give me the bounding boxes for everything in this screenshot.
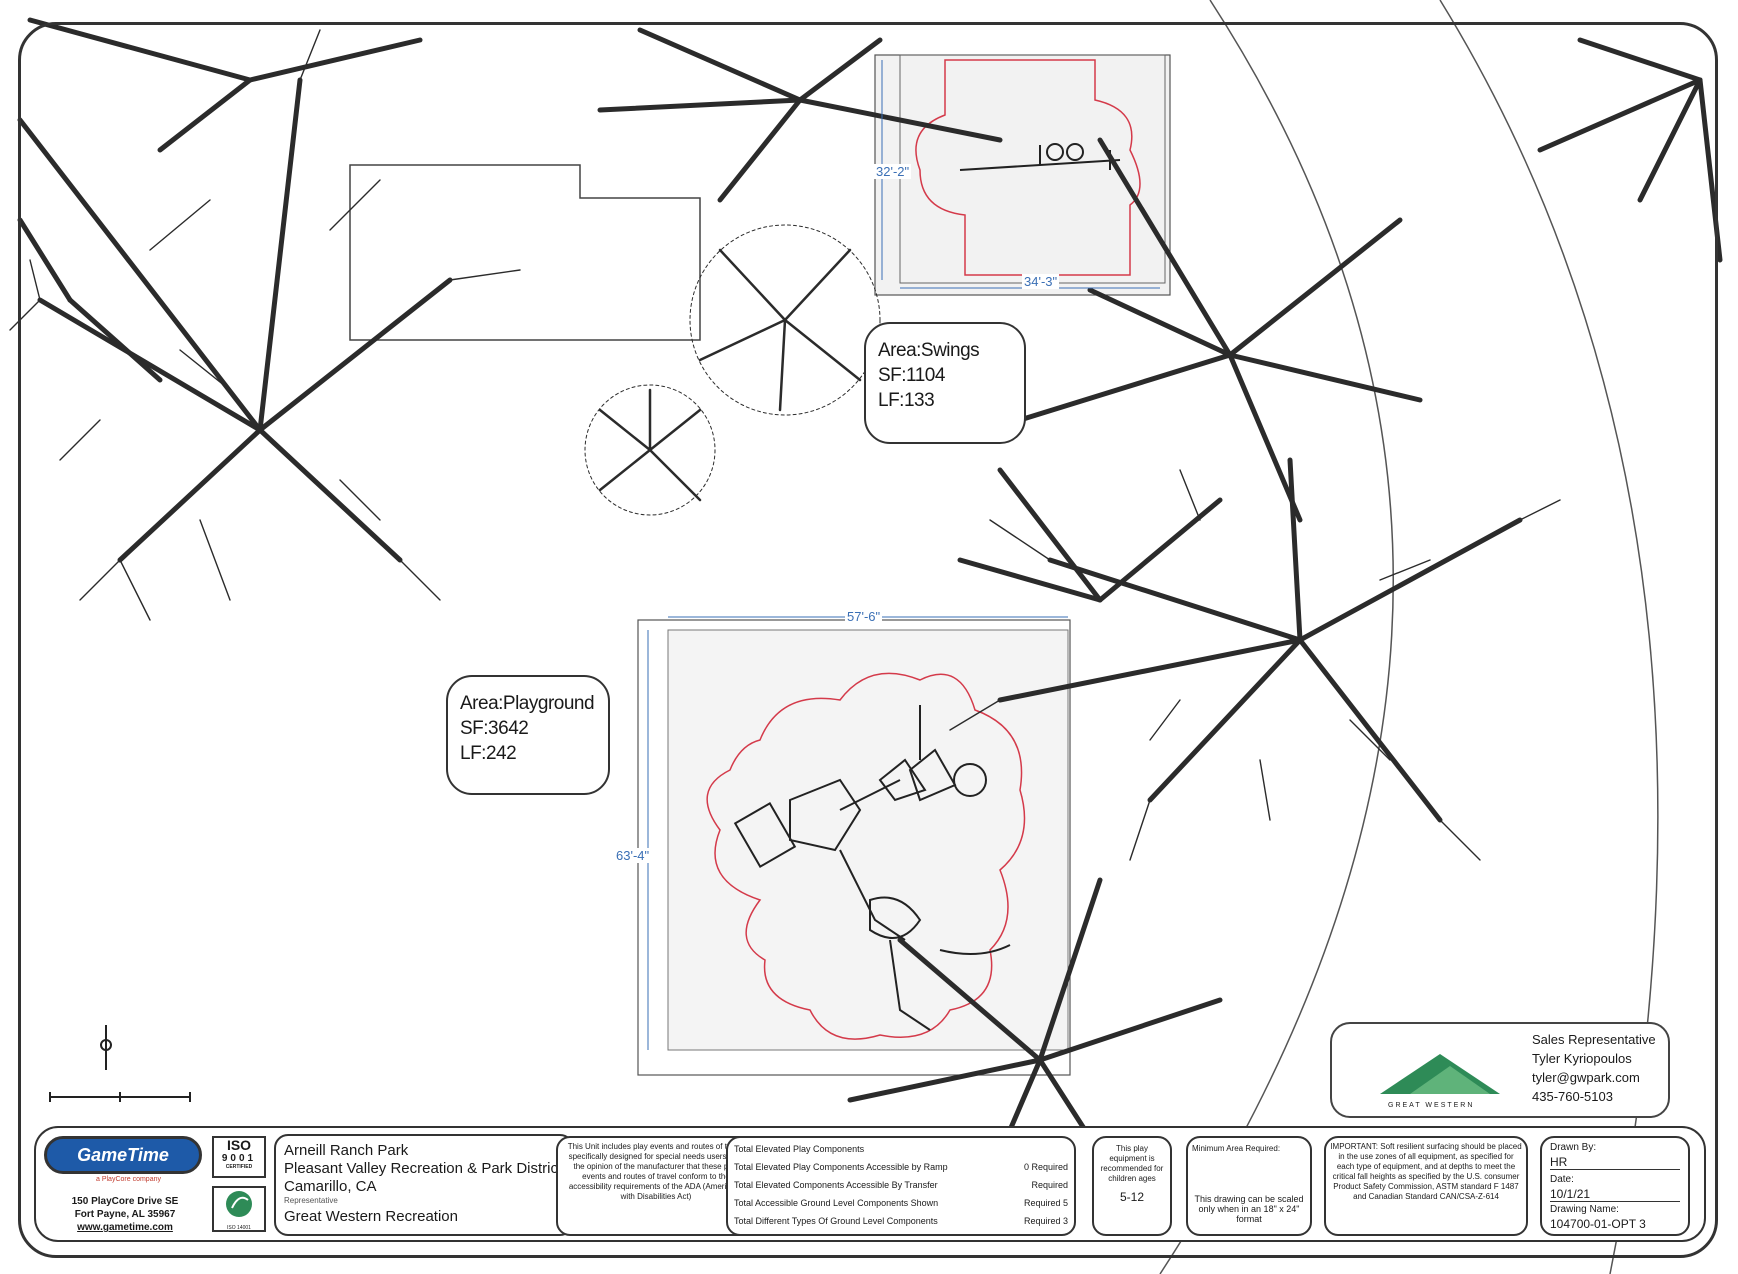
date-value: 10/1/21 — [1550, 1187, 1680, 1202]
great-western-logo-text: GREAT WESTERN — [1388, 1102, 1475, 1109]
rep-label: Representative — [284, 1196, 338, 1205]
district-name: Pleasant Valley Recreation & Park Distri… — [284, 1160, 563, 1177]
sales-title: Sales Representative — [1532, 1032, 1656, 1047]
component-row-label: Total Elevated Play Components — [734, 1144, 865, 1154]
city-name: Camarillo, CA — [284, 1178, 377, 1195]
sales-representative-box: GREAT WESTERN Sales Representative Tyler… — [1330, 1022, 1670, 1118]
great-western-logo — [1380, 1054, 1500, 1094]
rep-name: Great Western Recreation — [284, 1208, 458, 1225]
component-row-req: Required 3 — [1023, 1216, 1068, 1226]
gametime-logo: GameTime — [44, 1136, 202, 1174]
playground-area-callout: Area:Playground SF:3642 LF:242 — [446, 675, 610, 795]
play-structure-symbol — [733, 705, 1011, 1031]
iso-label: ISO — [226, 1137, 252, 1153]
building-outline — [349, 164, 701, 341]
swings-area-sf: SF:1104 — [878, 365, 945, 386]
property-arc-inner — [1159, 0, 1394, 1274]
min-area-label: Minimum Area Required: — [1192, 1144, 1281, 1153]
website-link[interactable]: www.gametime.com — [77, 1222, 173, 1233]
scale-bar — [49, 1092, 191, 1102]
project-name: Arneill Ranch Park — [284, 1142, 409, 1159]
swings-outer-rect — [874, 54, 1171, 296]
iso-number: 9001 — [221, 1153, 257, 1164]
swings-area-lf: LF:133 — [878, 390, 935, 411]
drawing-name-value: 104700-01-OPT 3 — [1550, 1217, 1646, 1231]
component-row-label: Total Elevated Components Accessible By … — [734, 1180, 938, 1190]
iso-14001-badge: ISO 14001 — [212, 1186, 266, 1232]
ada-note: This Unit includes play events and route… — [567, 1142, 745, 1201]
playground-width-dimension: 57'-6" — [845, 609, 883, 624]
small-tree-1 — [689, 224, 881, 416]
small-tree-2 — [584, 384, 716, 516]
important-cell: IMPORTANT: Soft resilient surfacing shou… — [1324, 1136, 1528, 1236]
age-note: This play equipment is recommended for c… — [1100, 1144, 1164, 1183]
playground-area-name: Area:Playground — [460, 693, 595, 714]
swing-set-symbol — [959, 143, 1121, 171]
tree-canopies — [9, 17, 1723, 1203]
important-note: IMPORTANT: Soft resilient surfacing shou… — [1330, 1142, 1522, 1201]
component-row-label: Total Accessible Ground Level Components… — [734, 1198, 939, 1208]
project-info-cell: Arneill Ranch Park Pleasant Valley Recre… — [274, 1134, 574, 1236]
components-table: Total Elevated Play Components Total Ele… — [726, 1136, 1076, 1236]
component-row-req: Required — [1031, 1180, 1068, 1190]
date-label: Date: — [1550, 1174, 1574, 1185]
gametime-sub: a PlayCore company — [96, 1176, 161, 1183]
iso-9001-badge: ISO 9001 CERTIFIED — [212, 1136, 266, 1178]
playground-depth-dimension: 63'-4" — [614, 848, 652, 863]
iso-certified: CERTIFIED — [225, 1164, 253, 1170]
min-area-cell: Minimum Area Required: This drawing can … — [1186, 1136, 1312, 1236]
component-row-req: 0 Required — [1023, 1162, 1068, 1172]
playground-area-sf: SF:3642 — [460, 718, 529, 739]
iso-14001-label: ISO 14001 — [227, 1225, 251, 1231]
address-line-2: Fort Payne, AL 35967 — [74, 1209, 176, 1220]
age-range: 5-12 — [1119, 1190, 1145, 1204]
component-row-label: Total Elevated Play Components Accessibl… — [734, 1162, 948, 1172]
drawn-by-value: HR — [1550, 1155, 1680, 1170]
playground-use-zone — [706, 672, 1026, 1040]
address-line-1: 150 PlayCore Drive SE — [71, 1196, 179, 1207]
scale-note: This drawing can be scaled only when in … — [1194, 1194, 1304, 1224]
swings-use-zone — [915, 59, 1141, 276]
sales-phone: 435-760-5103 — [1532, 1089, 1613, 1104]
swings-width-dimension: 32'-2" — [874, 164, 912, 179]
swings-area-name: Area:Swings — [878, 340, 980, 361]
sales-email: tyler@gwpark.com — [1532, 1070, 1640, 1085]
component-row-req: Required 5 — [1023, 1198, 1068, 1208]
drawn-by-label: Drawn By: — [1550, 1142, 1597, 1153]
title-block: GameTime a PlayCore company 150 PlayCore… — [34, 1126, 1706, 1242]
component-row-label: Total Different Types Of Ground Level Co… — [734, 1216, 938, 1226]
swings-area-callout: Area:Swings SF:1104 LF:133 — [864, 322, 1026, 444]
north-arrow — [100, 1025, 112, 1070]
playground-area-lf: LF:242 — [460, 743, 517, 764]
drawing-name-label: Drawing Name: — [1550, 1204, 1619, 1215]
iso-leaf-icon — [226, 1191, 252, 1217]
ada-note-cell: This Unit includes play events and route… — [556, 1136, 756, 1236]
sales-name: Tyler Kyriopoulos — [1532, 1051, 1632, 1066]
age-cell: This play equipment is recommended for c… — [1092, 1136, 1172, 1236]
swings-depth-dimension: 34'-3" — [1022, 274, 1060, 289]
playground-inner-rect — [667, 629, 1069, 1051]
drawing-info-cell: Drawn By: HR Date: 10/1/21 Drawing Name:… — [1540, 1136, 1690, 1236]
